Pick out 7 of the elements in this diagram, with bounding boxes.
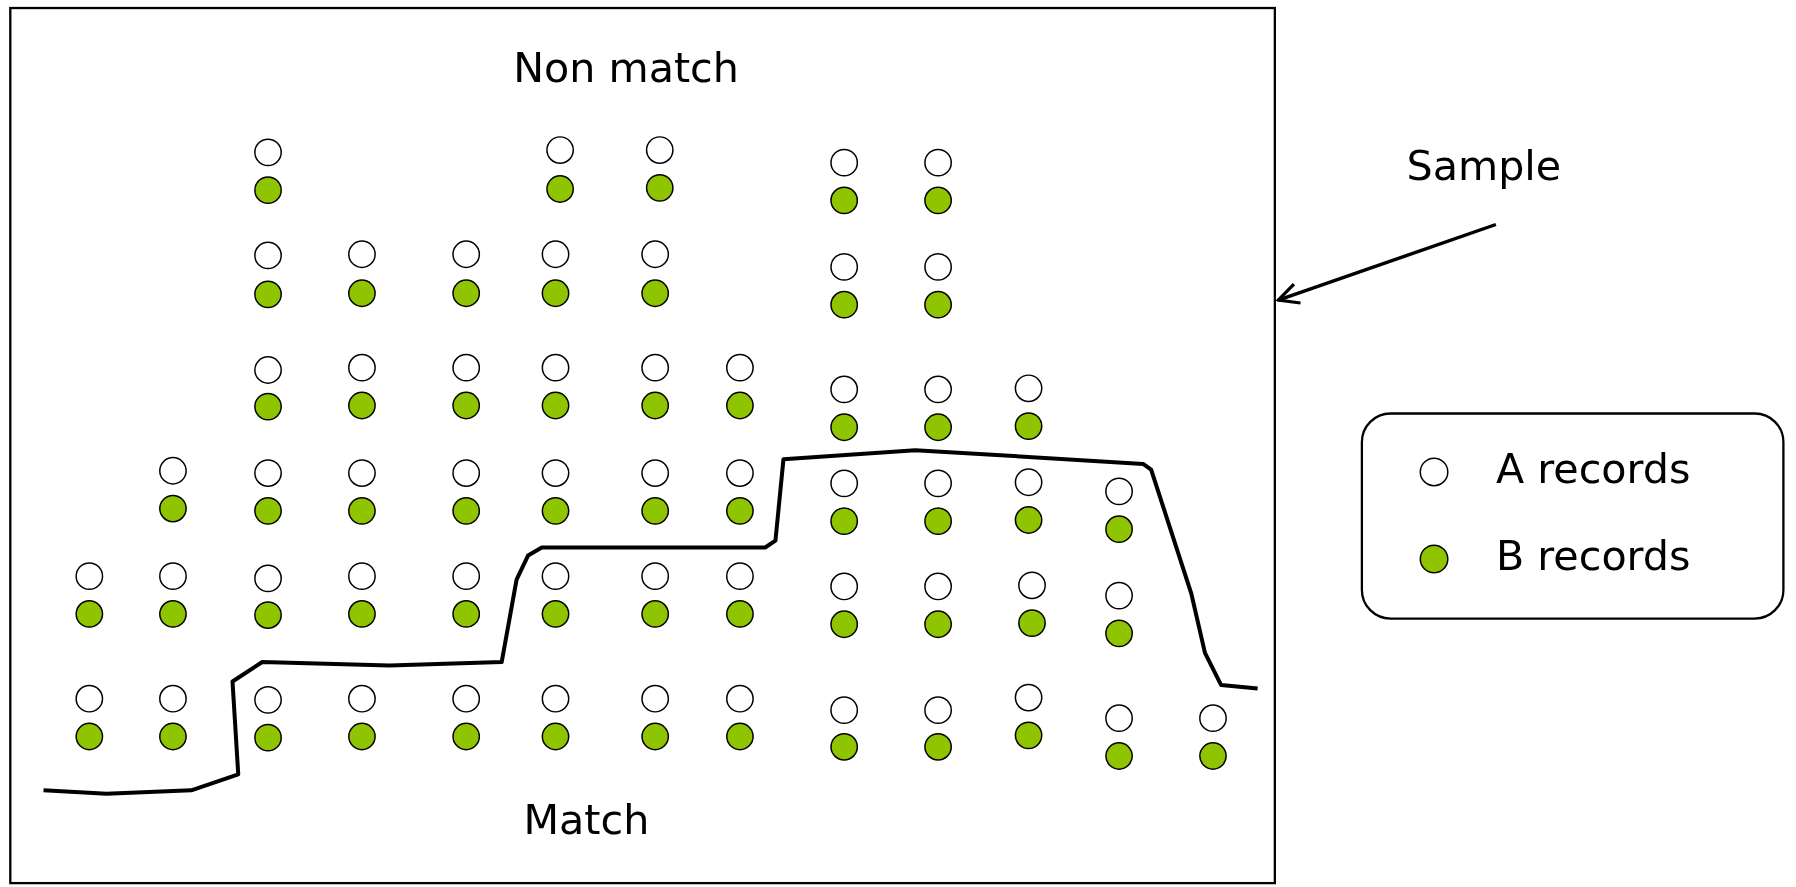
region-label: Match xyxy=(523,797,650,843)
sample-frame xyxy=(9,6,1276,885)
region-label: Non match xyxy=(513,45,739,92)
legend-label: A records xyxy=(1495,446,1691,493)
sample-label: Sample xyxy=(1406,142,1562,189)
legend-label: B records xyxy=(1495,533,1691,580)
arrow xyxy=(1276,222,1497,305)
